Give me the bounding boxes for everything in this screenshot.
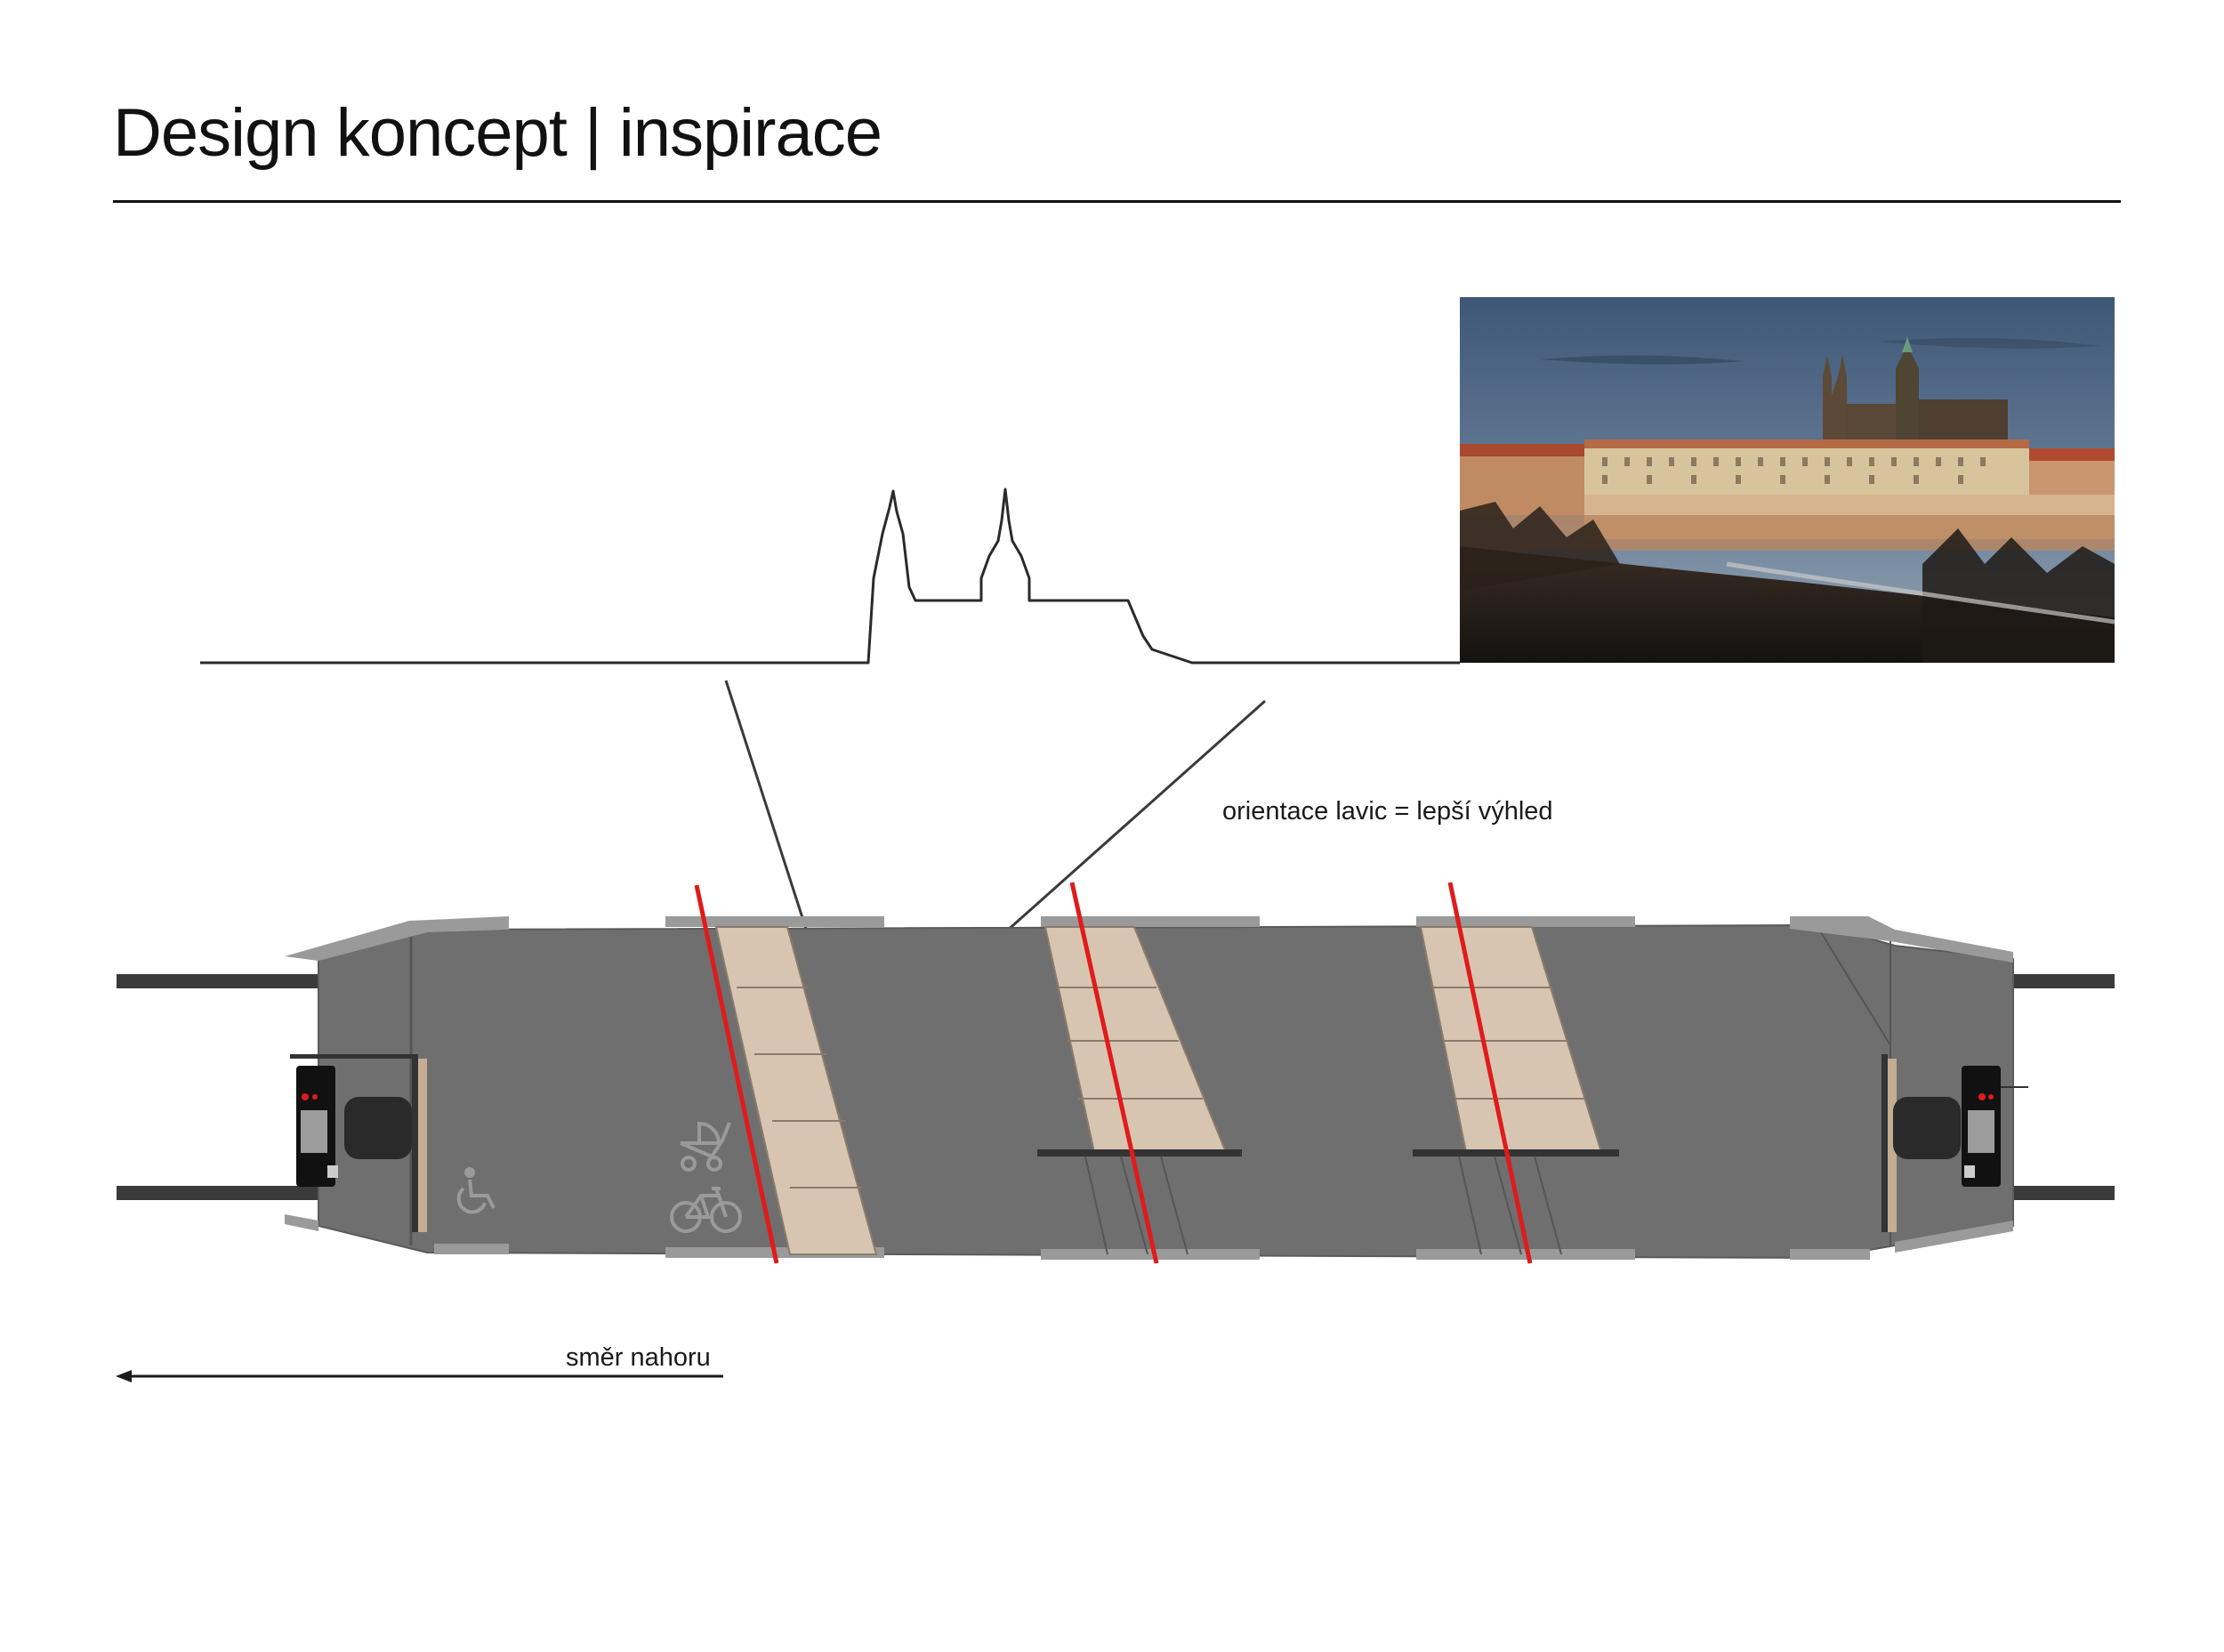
bench-1 [714, 926, 878, 1255]
stroller-icon [680, 1121, 731, 1172]
rail-right-top [2013, 974, 2115, 988]
direction-label: směr nahoru [566, 1343, 711, 1372]
rail-left-bottom [117, 1186, 321, 1200]
title-divider [113, 200, 2121, 203]
castle-skyline-sketch [200, 488, 1460, 665]
bench-orientation-label: orientace lavic = lepší výhled [1222, 797, 1553, 826]
bench-group [714, 926, 1619, 1255]
bench-orientation-lines [694, 882, 1533, 1264]
driver-seat-left [344, 1097, 412, 1159]
driver-seat-right [1893, 1097, 1961, 1159]
rail-right-bottom [2013, 1186, 2115, 1200]
rail-left-top [117, 974, 321, 988]
bicycle-icon [670, 1186, 742, 1233]
castle-photo [1460, 297, 2115, 663]
wheelchair-icon [456, 1167, 496, 1214]
page-title: Design koncept | inspirace [113, 95, 882, 171]
